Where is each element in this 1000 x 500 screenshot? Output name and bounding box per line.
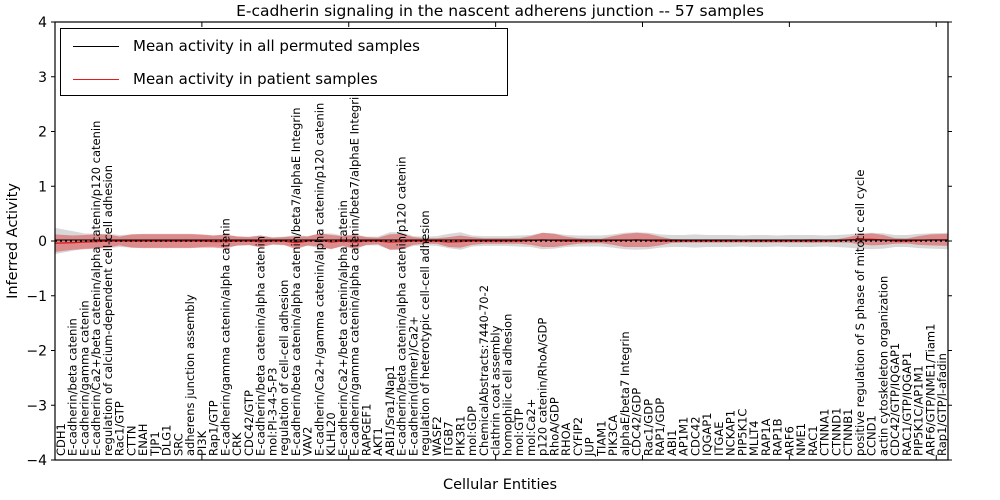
legend-label-patient: Mean activity in patient samples bbox=[133, 70, 378, 88]
entity-label: MLLT4 bbox=[747, 421, 761, 457]
entity-label: RAP1B bbox=[771, 418, 785, 456]
entity-label: ChemicalAbstracts:7440-70-2 bbox=[477, 285, 491, 456]
entity-label: RHOA bbox=[559, 423, 573, 456]
entity-label: VAV2 bbox=[301, 427, 315, 456]
entity-label: CRK bbox=[230, 432, 244, 456]
entity-label: JUP bbox=[583, 437, 597, 457]
entity-label: SRC bbox=[171, 433, 185, 456]
entity-label: mol:GDP bbox=[465, 406, 479, 456]
entity-label: Rac1/GTP bbox=[113, 401, 127, 456]
entity-label: PI3K bbox=[195, 430, 209, 456]
entity-label: CTNND1 bbox=[829, 408, 843, 456]
entity-label: RAP1A bbox=[759, 418, 773, 456]
entity-label: p120 catenin/RhoA/GDP bbox=[536, 318, 550, 456]
y-tick-label: −1 bbox=[26, 289, 47, 305]
entity-label: Rac1/GDP bbox=[641, 399, 655, 456]
entity-label: Rap1/GTP bbox=[207, 400, 221, 456]
entity-label: ITGAE bbox=[712, 422, 726, 456]
entity-label: E-cadherin/beta catenin/alpha catenin/p1… bbox=[395, 157, 409, 457]
entity-label: PIK3CA bbox=[606, 415, 620, 456]
entity-label: ABI1 bbox=[665, 430, 679, 456]
entity-label: IQGAP1 bbox=[700, 413, 714, 456]
legend-line-patient bbox=[73, 78, 119, 80]
entity-label: CCND1 bbox=[865, 415, 879, 456]
entity-label: RAC1/GTP/IQGAP1 bbox=[900, 352, 914, 456]
entity-label: E-cadherin/beta catenin/alpha catenin bbox=[254, 236, 268, 456]
entity-label: adherens junction assembly bbox=[183, 294, 197, 456]
legend-item-patient: Mean activity in patient samples bbox=[61, 63, 507, 95]
legend-item-permuted: Mean activity in all permuted samples bbox=[61, 30, 507, 62]
entity-label: ARF6 bbox=[782, 426, 796, 456]
legend: Mean activity in all permuted samples Me… bbox=[60, 28, 508, 96]
patient-band bbox=[55, 232, 948, 252]
entity-label: ENAH bbox=[136, 424, 150, 456]
y-tick-label: −2 bbox=[26, 344, 47, 360]
entity-label: mol:PI-3-4-5-P3 bbox=[265, 368, 279, 456]
y-tick-label: −4 bbox=[26, 453, 47, 469]
entity-label: E-cadherin/Ca2+/gamma catenin/alpha cate… bbox=[312, 103, 326, 456]
entity-label: PIP5K1C/AP1M1 bbox=[912, 365, 926, 456]
entity-label: homophilic cell adhesion bbox=[500, 314, 514, 456]
chart-title: E-cadherin signaling in the nascent adhe… bbox=[236, 2, 764, 20]
entity-label: CTNNB1 bbox=[841, 409, 855, 456]
entity-label: PIK3R1 bbox=[453, 416, 467, 457]
legend-line-permuted bbox=[73, 45, 119, 47]
entity-label: RAPGEF1 bbox=[359, 404, 373, 456]
entity-label: NME1 bbox=[794, 423, 808, 456]
entity-label: alphaE/beta7 Integrin bbox=[618, 331, 632, 456]
entity-label: E-cadherin/Ca2+/beta catenin/alpha caten… bbox=[336, 200, 350, 456]
entity-label: TJP1 bbox=[148, 431, 162, 457]
entity-label: E-cadherin/gamma catenin/alpha catenin bbox=[218, 218, 232, 456]
y-tick-label: 2 bbox=[38, 125, 47, 141]
entity-label: mol:GTP bbox=[512, 408, 526, 456]
entity-label: mol:Ca2+ bbox=[524, 399, 538, 456]
entity-label: E-cadherin/gamma catenin bbox=[77, 300, 91, 456]
x-axis-label: Cellular Entities bbox=[442, 477, 558, 493]
entity-label: regulation of calcium-dependent cell-cel… bbox=[101, 165, 115, 456]
entity-label: CYFIP2 bbox=[571, 417, 585, 456]
y-tick-label: 0 bbox=[38, 234, 47, 250]
entity-label: NCKAP1 bbox=[724, 410, 738, 456]
legend-label-permuted: Mean activity in all permuted samples bbox=[133, 37, 420, 55]
entity-label: positive regulation of S phase of mitoti… bbox=[853, 170, 867, 456]
entity-label: CDC42/GTP/IQGAP1 bbox=[888, 343, 902, 456]
entity-label: CDC42 bbox=[688, 416, 702, 456]
entity-label: RAP1/GDP bbox=[653, 398, 667, 456]
y-tick-label: 4 bbox=[38, 15, 47, 31]
entity-label: Rap1/GTP/l-afadin bbox=[935, 353, 949, 456]
entity-label: E-cadherin/beta catenin/alpha catenin/be… bbox=[289, 107, 303, 456]
entity-label: CDH1 bbox=[54, 423, 68, 456]
entity-label: CTNNA1 bbox=[818, 409, 832, 456]
entity-label: WASF2 bbox=[430, 416, 444, 456]
entity-label: regulation of cell-cell adhesion bbox=[277, 280, 291, 456]
entity-label: ARF6/GTP/NME1/Tiam1 bbox=[923, 324, 937, 456]
y-tick-label: 3 bbox=[38, 70, 47, 86]
entity-label: AKT1 bbox=[371, 427, 385, 456]
entity-label: CDC42/GDP bbox=[630, 388, 644, 456]
entity-label: clathrin coat assembly bbox=[489, 325, 503, 456]
entity-label: actin cytoskeleton organization bbox=[876, 276, 890, 456]
y-tick-label: −3 bbox=[26, 398, 47, 414]
entity-label: RhoA/GDP bbox=[547, 397, 561, 456]
entity-label: E-cadherin/gamma catenin/alpha catenin/b… bbox=[348, 90, 362, 456]
entity-label: ITGB7 bbox=[442, 421, 456, 456]
entity-label: E-cadherin/beta catenin bbox=[66, 318, 80, 456]
entity-label: KLHL20 bbox=[324, 412, 338, 456]
entity-label: TIAM1 bbox=[594, 420, 608, 457]
y-tick-label: 1 bbox=[38, 179, 47, 195]
entity-label: AP1M1 bbox=[677, 417, 691, 456]
entity-label: ABI1/Sra1/Nap1 bbox=[383, 365, 397, 456]
entity-label: DLG1 bbox=[160, 425, 174, 457]
entity-label: regulation of heterotypic cell-cell adhe… bbox=[418, 210, 432, 456]
entity-label: E-cadherin/Ca2+/beta catenin/alpha caten… bbox=[89, 121, 103, 456]
entity-label: CTTN bbox=[124, 426, 138, 456]
entity-label: RAC1 bbox=[806, 425, 820, 456]
entity-label: E-cadherin(dimer)/Ca2+ bbox=[406, 316, 420, 456]
entity-label: PIP5K1C bbox=[735, 409, 749, 456]
entity-label: CDC42/GTP bbox=[242, 390, 256, 456]
